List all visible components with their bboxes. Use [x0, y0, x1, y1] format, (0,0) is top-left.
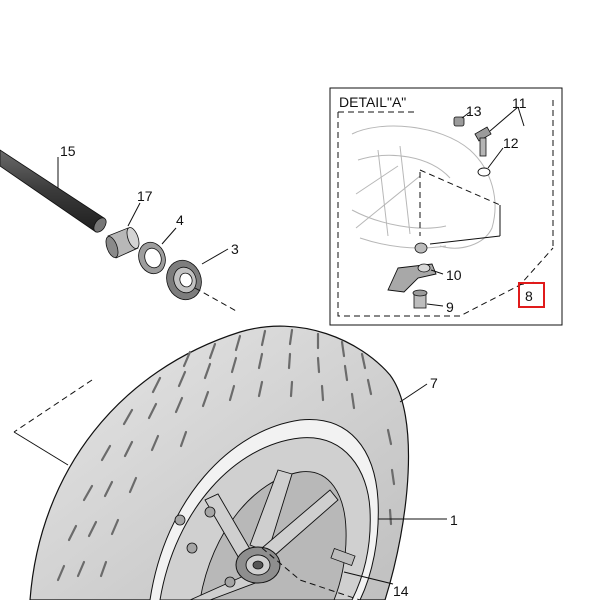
part-label-11[interactable]: 11: [512, 95, 527, 111]
part-label-12[interactable]: 12: [503, 135, 519, 151]
part-label-8[interactable]: 8: [525, 288, 533, 304]
nut-part-13: [453, 116, 465, 127]
part-label-15[interactable]: 15: [60, 143, 76, 159]
part-label-17[interactable]: 17: [137, 188, 153, 204]
collar-part-17: [105, 227, 140, 259]
part-label-9[interactable]: 9: [446, 299, 454, 315]
bolt-part-9: [412, 289, 428, 309]
detail-a-box: [329, 87, 563, 326]
part-label-13[interactable]: 13: [466, 103, 482, 119]
axle-part-15: [0, 149, 107, 233]
washer-part-12: [477, 167, 491, 177]
part-label-7[interactable]: 7: [430, 375, 438, 391]
detail-a-title: DETAIL"A": [339, 94, 406, 110]
highlight-box-part-8: [518, 282, 545, 308]
part-label-1[interactable]: 1: [450, 512, 458, 528]
bracket-part-10: [387, 263, 437, 293]
bearing-part-3: [166, 259, 202, 301]
part-label-14[interactable]: 14: [393, 583, 409, 599]
part-label-10[interactable]: 10: [446, 267, 462, 283]
part-label-3[interactable]: 3: [231, 241, 239, 257]
oil-seal-part-4: [138, 241, 166, 275]
bolt-part-11: [474, 126, 492, 157]
part-label-4[interactable]: 4: [176, 212, 184, 228]
wheel-rim-part-1: [159, 437, 371, 600]
